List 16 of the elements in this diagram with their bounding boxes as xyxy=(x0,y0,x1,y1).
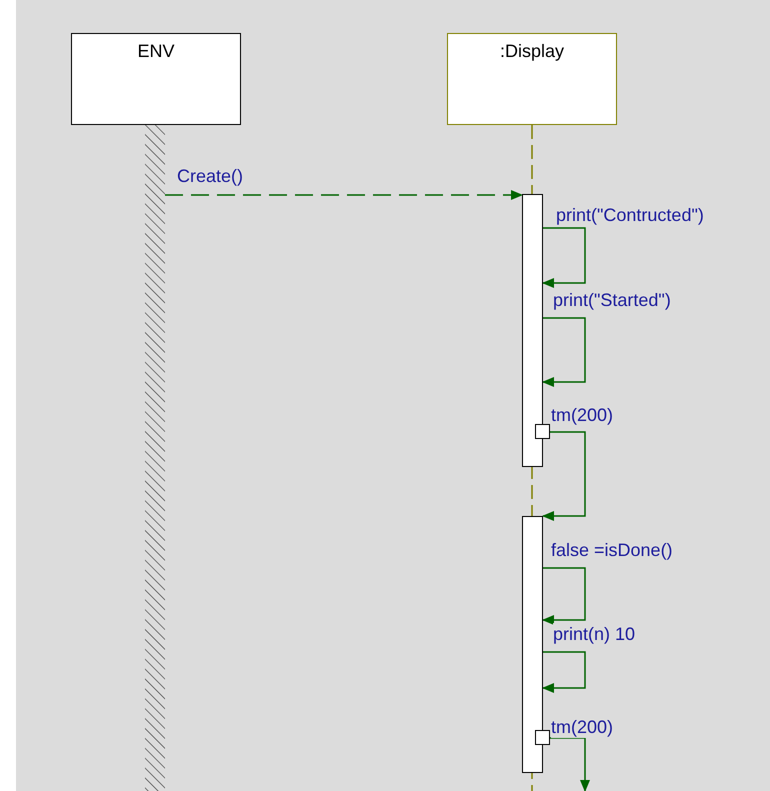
lifeline-name: :Display xyxy=(500,40,564,63)
message-arrow xyxy=(542,651,586,693)
activation-bar xyxy=(522,516,543,773)
lifeline-name: ENV xyxy=(137,40,174,63)
message-arrow xyxy=(542,317,586,387)
edge-label: print(n) 10 xyxy=(553,623,636,645)
message-arrow xyxy=(542,227,586,288)
lifeline-head-box xyxy=(447,33,617,125)
message-arrow xyxy=(542,431,586,521)
lifeline-head-box xyxy=(71,33,241,125)
message-arrow xyxy=(550,737,590,791)
message-arrow xyxy=(542,567,586,625)
activation-bar xyxy=(522,194,543,467)
timer-square xyxy=(535,730,550,745)
timer-square xyxy=(535,424,550,439)
message-arrow xyxy=(165,190,523,200)
